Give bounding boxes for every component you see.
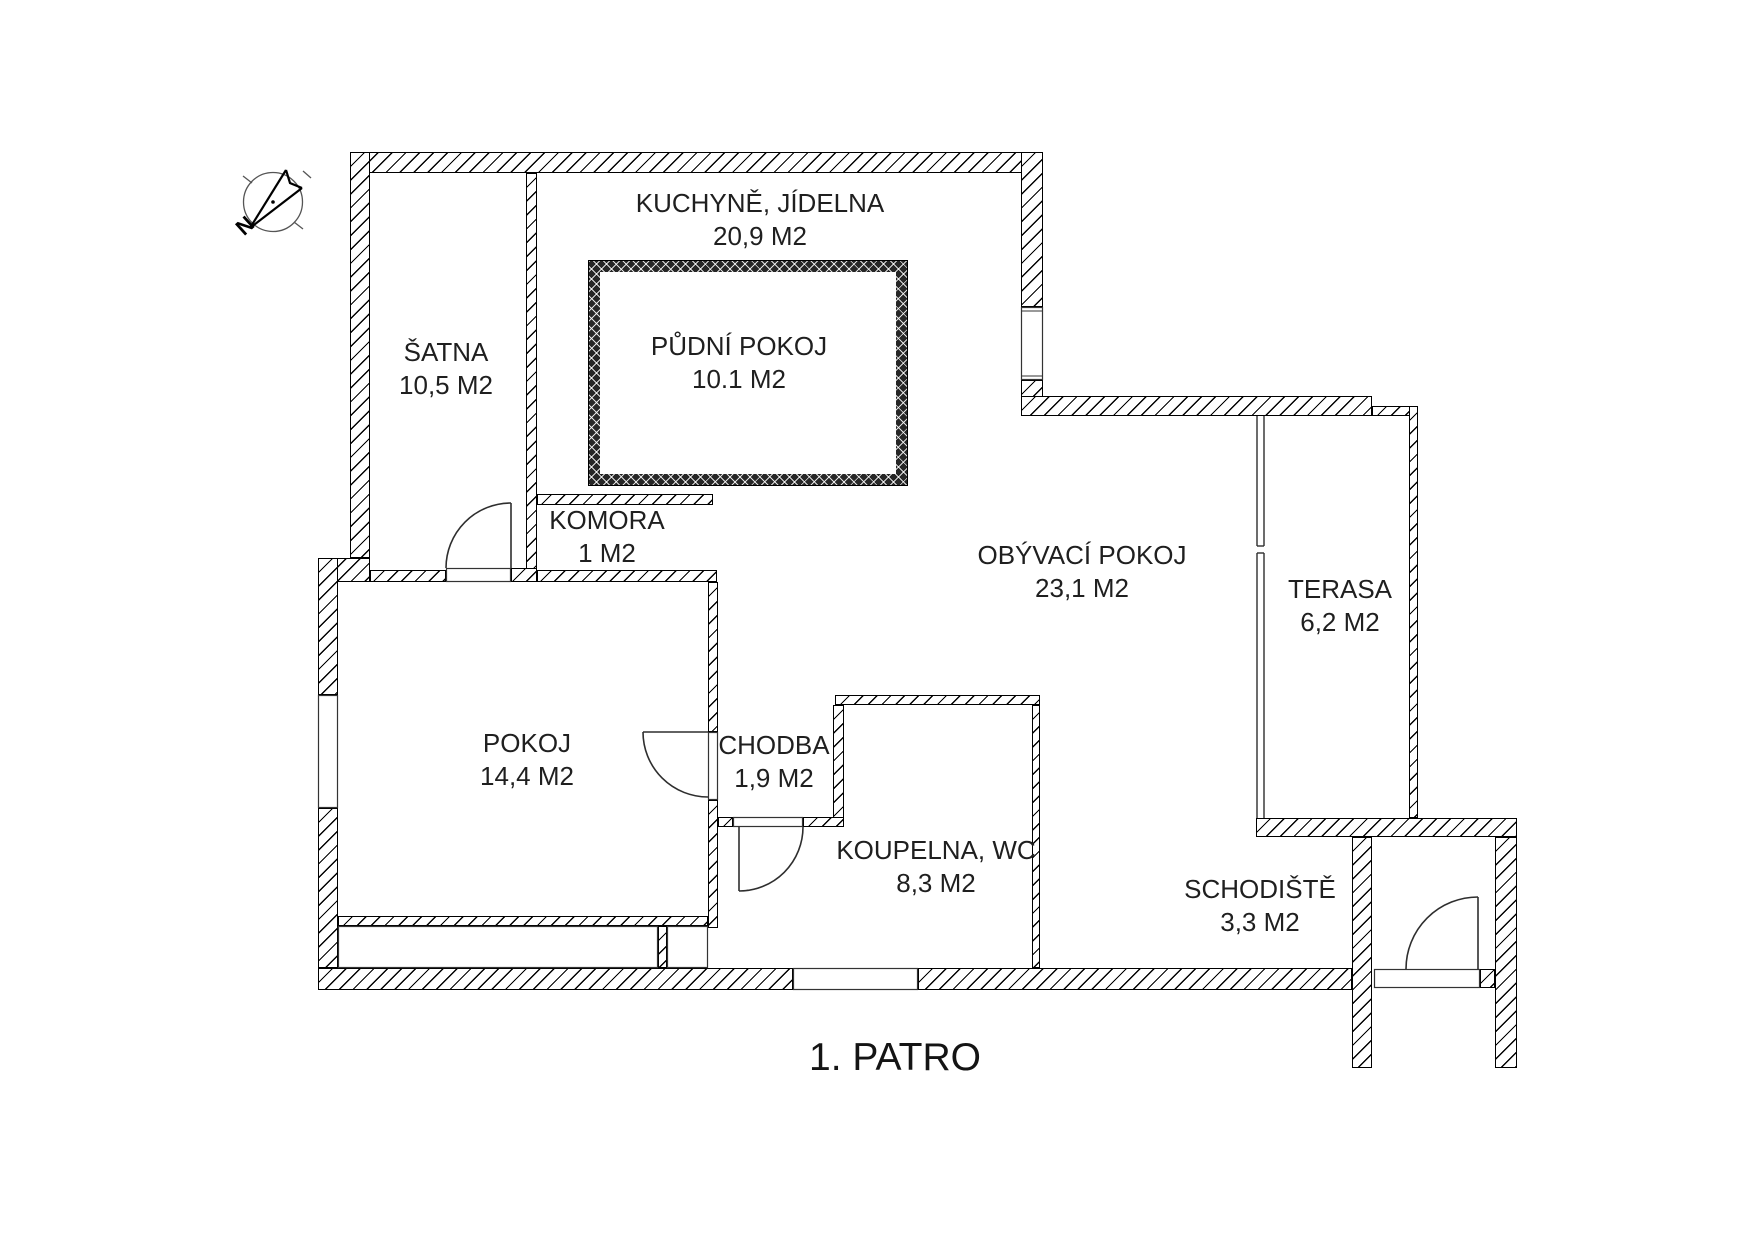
wall-chodba-bottom-a	[718, 817, 733, 827]
room-name: CHODBA	[718, 730, 830, 760]
room-name: SCHODIŠTĚ	[1184, 874, 1336, 904]
wall-right-upper	[1021, 152, 1043, 307]
wall-stair-right	[1495, 837, 1517, 1068]
room-name: KOUPELNA, WC	[836, 835, 1036, 865]
room-area: 10.1 M2	[692, 364, 786, 394]
wall-terasa-bottom	[1256, 818, 1517, 837]
threshold-pokoj-door	[707, 731, 719, 801]
room-name: TERASA	[1287, 574, 1393, 604]
room-area: 6,2 M2	[1300, 607, 1380, 637]
room-area: 8,3 M2	[896, 868, 976, 898]
room-label-pudni-pokoj: PŮDNÍ POKOJ 10.1 M2	[651, 330, 827, 396]
wall-chodba-right	[833, 705, 844, 827]
recess-outline-small	[666, 925, 709, 969]
door-satna	[445, 502, 512, 569]
compass-north-letter: N	[231, 211, 260, 240]
wall-ne-horizontal	[1021, 396, 1372, 416]
room-area: 3,3 M2	[1220, 907, 1300, 937]
door-koupelna	[738, 826, 804, 892]
threshold-entry-door	[1373, 968, 1481, 989]
room-area: 1,9 M2	[734, 763, 814, 793]
room-name: OBÝVACÍ POKOJ	[977, 540, 1187, 570]
room-label-kuchyne: KUCHYNĚ, JÍDELNA 20,9 M2	[636, 187, 885, 253]
room-label-koupelna: KOUPELNA, WC 8,3 M2	[836, 834, 1035, 900]
floor-title: 1. PATRO	[809, 1036, 981, 1079]
wall-recess-stub	[658, 926, 667, 968]
room-label-schodiste: SCHODIŠTĚ 3,3 M2	[1184, 873, 1336, 939]
wall-koupelna-right	[1032, 705, 1040, 968]
wall-komora-top	[537, 494, 713, 505]
compass-icon: N	[231, 169, 312, 240]
room-area: 14,4 M2	[480, 761, 574, 791]
door-entry	[1405, 896, 1479, 970]
window-bottom	[792, 967, 919, 991]
wall-bottom-right	[918, 968, 1352, 990]
wall-chodba-bottom-b	[803, 817, 844, 827]
room-name: PŮDNÍ POKOJ	[650, 331, 828, 361]
threshold-satna-door	[445, 567, 512, 583]
wall-pokoj-top	[370, 570, 446, 582]
wall-chodba-left-lower	[708, 800, 718, 928]
wall-entry-stub	[1480, 969, 1495, 988]
room-area: 10,5 M2	[399, 370, 493, 400]
room-label-chodba: CHODBA 1,9 M2	[718, 729, 829, 795]
threshold-koupelna-door	[732, 816, 804, 828]
wall-left-upper	[318, 558, 338, 695]
door-pokoj	[642, 731, 709, 798]
room-area: 1 M2	[578, 538, 636, 568]
room-label-terasa: TERASA 6,2 M2	[1288, 573, 1392, 639]
window-right	[1020, 306, 1044, 381]
room-name: ŠATNA	[403, 337, 489, 367]
wall-pokoj-top-block	[511, 568, 537, 582]
window-left	[317, 694, 339, 809]
room-label-komora: KOMORA 1 M2	[549, 504, 665, 570]
wall-terasa-right	[1409, 406, 1418, 818]
room-area: 20,9 M2	[713, 221, 807, 251]
wall-bottom-left	[318, 968, 793, 990]
wall-satna-right	[526, 173, 537, 582]
wall-stair-left	[1352, 837, 1372, 1068]
wall-left-lower	[318, 808, 338, 968]
attic-room-outline	[588, 260, 908, 486]
wall-chodba-left-upper	[708, 582, 718, 732]
room-label-satna: ŠATNA 10,5 M2	[399, 336, 493, 402]
wall-koupelna-top	[835, 695, 1040, 705]
wall-top	[350, 152, 1043, 173]
attic-room-floor	[600, 272, 896, 474]
room-name: KUCHYNĚ, JÍDELNA	[635, 188, 885, 218]
recess-outline	[337, 925, 659, 969]
room-area: 23,1 M2	[1035, 573, 1129, 603]
wall-komora-bottom	[537, 570, 717, 582]
room-name: KOMORA	[549, 505, 665, 535]
terasa-glass-partition	[1256, 416, 1265, 818]
room-label-obyvaci-pokoj: OBÝVACÍ POKOJ 23,1 M2	[977, 539, 1186, 605]
room-name: POKOJ	[482, 728, 572, 758]
wall-pokoj-bottom	[338, 916, 708, 926]
wall-satna-left	[350, 152, 370, 558]
room-label-pokoj: POKOJ 14,4 M2	[480, 727, 574, 793]
